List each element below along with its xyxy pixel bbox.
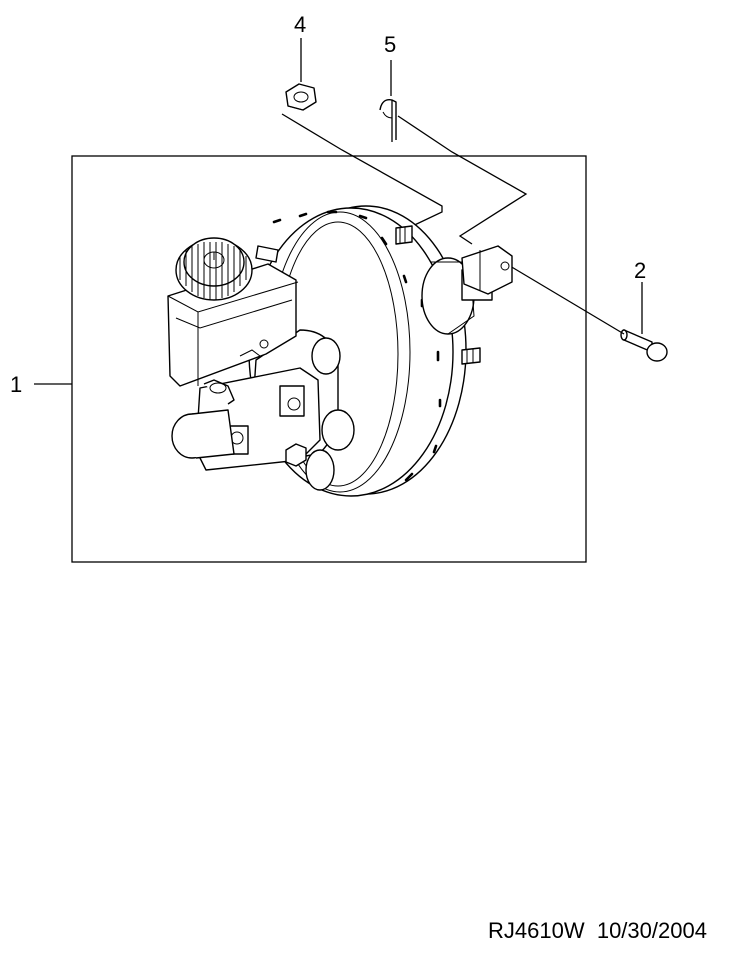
drawing-date: 10/30/2004	[596, 918, 707, 943]
drawing-footer: RJ4610W 10/30/2004	[488, 918, 707, 944]
drawing-code: RJ4610W	[488, 918, 585, 943]
callout-5: 5	[384, 32, 396, 57]
master-cylinder	[167, 237, 355, 491]
callout-2: 2	[634, 258, 646, 283]
hex-nut	[285, 83, 317, 111]
cotter-clip	[379, 99, 397, 142]
leader-pin-to-clevis	[509, 265, 625, 335]
clevis-pin	[620, 329, 668, 362]
assembly-frame	[71, 155, 587, 563]
leader-nut-to-stud	[281, 113, 443, 231]
leader-clip-to-clevis	[397, 115, 528, 245]
callout-4: 4	[294, 12, 306, 37]
callout-1: 1	[10, 372, 22, 397]
